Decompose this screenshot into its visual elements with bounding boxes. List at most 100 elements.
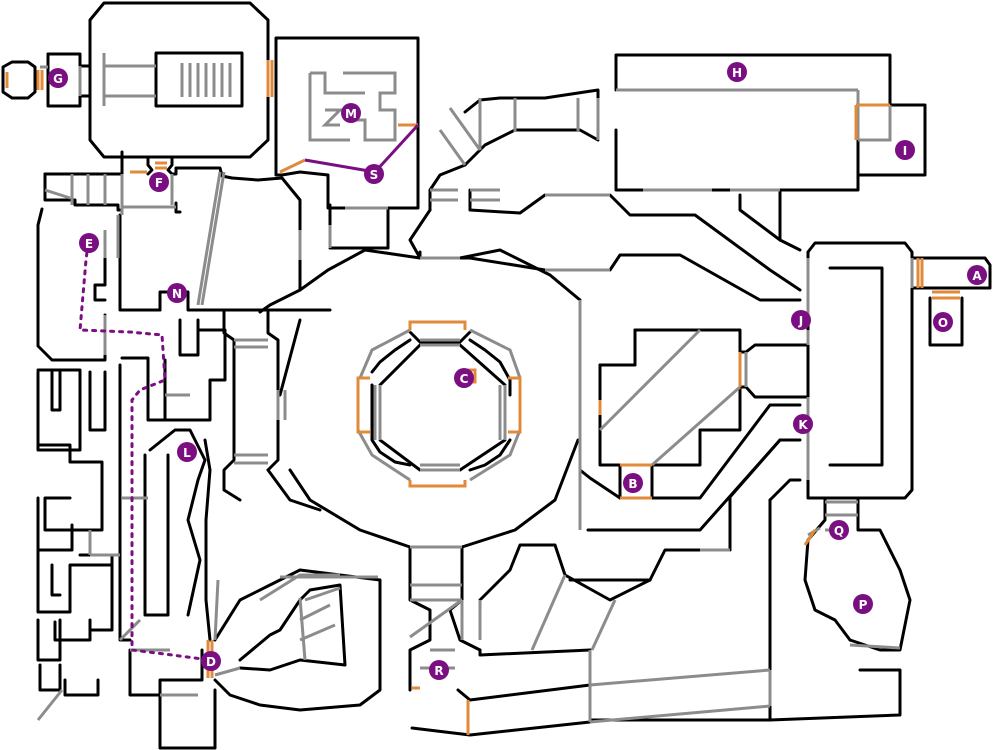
wall-south-stair-left [408,545,432,692]
doors-layer [5,60,960,735]
marker-r: R [429,660,449,680]
wall-ne-corridor-bottom [463,128,600,167]
wall-ne-corridor-top [463,88,600,114]
wall-west-top [43,150,124,176]
wall-c-top [408,330,472,344]
wall-south-mid [478,543,652,602]
step-sw-2 [298,597,307,661]
marker-l: L [177,442,197,462]
marker-label: C [460,372,469,386]
door-c-bottom [408,480,467,488]
marker-circle-icon [429,660,449,680]
marker-d: D [201,651,221,671]
wall-b-se [650,403,802,500]
marker-label: L [183,446,191,460]
marker-f: F [149,172,169,192]
wall-m-room [274,36,420,210]
marker-label: S [370,168,379,182]
wall-long-corridor-right [143,453,170,617]
wall-maze-12 [63,678,100,697]
step-h-3 [858,105,892,142]
wall-north-room-inner [154,51,244,108]
wall-maze-2 [88,370,107,432]
wall-hub-top-right [458,248,582,302]
wall-f-left [146,155,154,176]
wall-west-upper [43,172,122,212]
wall-north-room [88,1,270,159]
step-sw-7 [213,579,220,641]
step-sw-5 [299,623,336,642]
marker-circle-icon [167,283,187,303]
wall-c-inner [378,343,507,472]
marker-k: K [793,414,813,434]
marker-circle-icon [48,68,68,88]
wall-maze-6 [36,443,104,532]
wall-south-long-upper [456,683,592,702]
wall-maze-8 [36,548,112,614]
marker-circle-icon [177,442,197,462]
marker-circle-icon [454,368,474,388]
marker-label: E [85,237,93,251]
marker-h: H [727,62,747,82]
wall-west-corridor-r2 [266,418,280,472]
wall-f-room-nub [174,201,182,214]
step-s-3 [409,598,463,639]
wall-hub-se [460,438,580,549]
marker-label: A [972,269,982,283]
marker-label: B [628,477,637,491]
marker-i: I [895,140,915,160]
wall-p-west [803,496,852,642]
wall-maze-7 [36,496,74,552]
wall-jk-inner [828,266,884,467]
marker-m: M [341,103,361,123]
step-s-9 [590,599,617,651]
marker-label: M [345,107,357,121]
step-diag-1 [196,171,222,306]
step-ne-6 [438,129,467,166]
wall-c-ne-outer [468,338,512,397]
marker-label: O [938,316,948,330]
step-west-9 [118,618,142,642]
step-west-4 [44,188,71,200]
marker-label: Q [834,524,844,538]
wall-b-west [598,363,622,467]
step-sw-3 [304,586,341,602]
wall-g-room [46,52,92,108]
secret-route-S [304,123,420,174]
marker-circle-icon [791,310,811,330]
marker-circle-icon [623,473,643,493]
marker-o: O [933,312,953,332]
wall-maze-bottom-1 [128,648,204,697]
marker-circle-icon [201,651,221,671]
wall-f-right [166,155,174,176]
marker-e: E [79,233,99,253]
marker-label: H [732,66,742,80]
wall-n-room-bottom [158,290,332,312]
step-sw-6 [214,666,241,677]
step-hub-ring-se [469,429,522,482]
marker-circle-icon [364,164,384,184]
wall-long-corridor-left [118,363,132,642]
door-c-right [508,376,522,434]
marker-circle-icon [79,233,99,253]
step-p-1 [849,643,901,650]
marker-label: G [53,72,63,86]
marker-s: S [364,164,384,184]
wall-south-room [588,498,772,722]
step-west-11 [36,689,64,721]
wall-hub-sw [288,468,412,549]
marker-circle-icon [829,520,849,540]
wall-g-octagon [1,60,37,100]
wall-n-left [118,213,162,312]
step-m-4 [321,108,344,127]
wall-west-corridor-r3 [266,468,322,512]
step-s-8 [530,574,567,651]
wall-b-corridor-bot [744,385,810,399]
wall-h-room [614,53,927,177]
step-hub-ring-nw [358,328,411,379]
step-b-3 [651,385,741,467]
door-c-left [356,376,370,434]
marker-circle-icon [967,265,987,285]
